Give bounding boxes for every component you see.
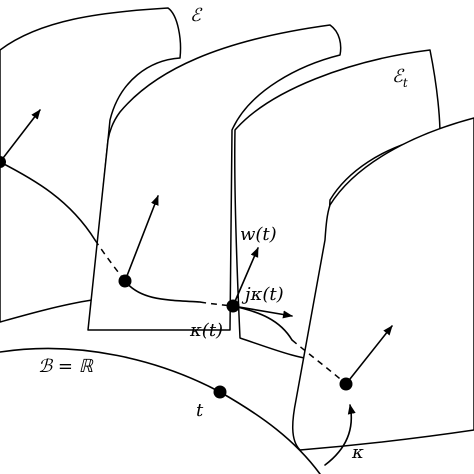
fiber-sheet-3	[234, 49, 441, 361]
jk-vector-arrow	[232, 305, 293, 319]
label-fiber: ℰt	[392, 66, 408, 90]
label-base-point: t	[196, 400, 204, 421]
label-total-space: ℰ	[190, 5, 203, 26]
base-curve	[0, 347, 321, 474]
section-curve-dash-2	[199, 301, 234, 307]
section-curve-mid	[124, 280, 201, 303]
section-point-1	[0, 156, 6, 168]
label-w: w(t)	[240, 224, 277, 245]
vector-arrow-1	[0, 109, 41, 163]
section-curve-left	[0, 161, 96, 241]
fiber-sheet-4	[292, 117, 474, 451]
section-point-4	[339, 377, 353, 391]
fiber-sheet-2	[87, 24, 342, 331]
label-kappa: κ	[351, 442, 364, 463]
label-kt: κ(t)	[189, 320, 223, 341]
section-point-2	[118, 274, 132, 288]
kappa-arrow	[324, 404, 356, 466]
section-curve-dash-3	[291, 339, 347, 385]
vector-arrow-2	[124, 195, 159, 282]
w-vector-arrow	[232, 247, 259, 307]
section-point-kt	[226, 299, 240, 313]
base-point-t	[213, 385, 227, 399]
label-jk: jκ(t)	[241, 284, 284, 305]
vector-arrow-4	[345, 325, 393, 385]
fiber-sheet-1	[0, 7, 182, 323]
label-base: ℬ = ℝ	[38, 356, 94, 377]
